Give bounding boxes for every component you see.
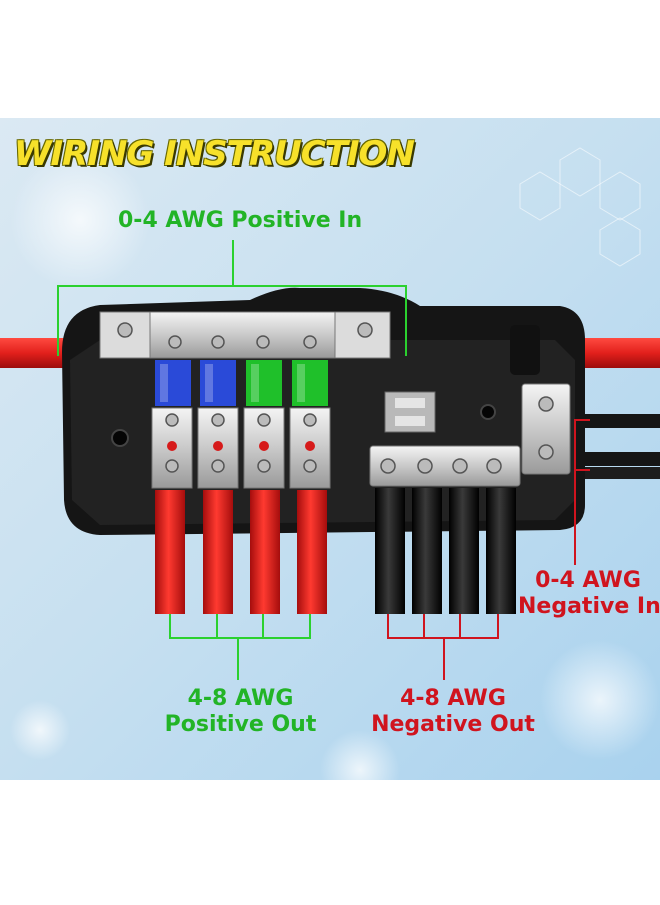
negative-out-label: 4-8 AWG Negative Out (368, 686, 538, 738)
negative-out-line2: Negative Out (371, 712, 535, 737)
wiring-instruction-title: WIRING INSTRUCTION (14, 134, 415, 174)
negative-out-line1: 4-8 AWG (400, 686, 506, 711)
negative-in-line1: 0-4 AWG (535, 568, 641, 593)
positive-out-label: 4-8 AWG Positive Out (158, 686, 323, 738)
negative-in-line2: Negative In (518, 594, 660, 619)
positive-out-line2: Positive Out (164, 712, 317, 737)
positive-in-label: 0-4 AWG Positive In (118, 208, 363, 233)
negative-in-label: 0-4 AWG Negative In (518, 568, 660, 620)
positive-out-line1: 4-8 AWG (187, 686, 294, 711)
